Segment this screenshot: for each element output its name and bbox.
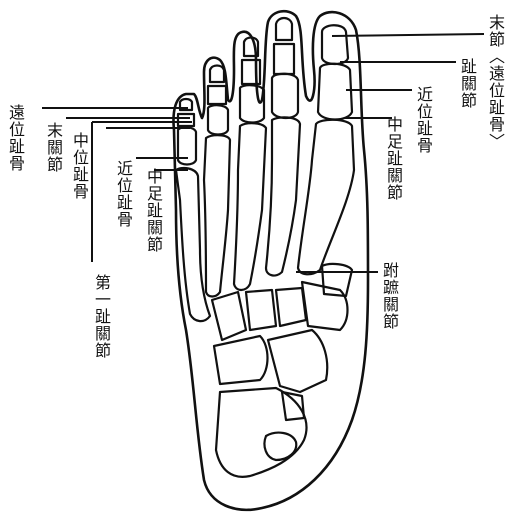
label-interphalangeal-joint: 趾關節 <box>458 58 476 109</box>
label-middle-phalanx-small-toe: 中位趾骨 <box>70 132 88 200</box>
label-metatarsophalangeal-joint-big-toe: 中足趾關節 <box>384 116 402 201</box>
big-toe-bones <box>298 25 354 296</box>
label-first-interphalangeal-joint: 第一趾關節 <box>92 274 110 359</box>
third-toe-bones <box>234 38 266 291</box>
fourth-toe-bones <box>204 66 230 297</box>
label-proximal-phalanx-big-toe: 近位趾骨 <box>414 86 432 154</box>
label-distal-phalanx-small-toe: 遠位趾骨 <box>6 104 24 172</box>
label-tarsometatarsal-joint: 跗蹠關節 <box>380 262 398 330</box>
foot-outline <box>174 11 369 510</box>
label-distal-phalanx-big-toe: 末節〈遠位趾骨〉 <box>486 14 504 150</box>
label-proximal-phalanx-small-toe: 近位趾骨 <box>114 160 132 228</box>
second-toe-bones <box>266 18 300 275</box>
tarsal-bones <box>212 282 348 477</box>
label-distal-joint-small-toe: 末關節 <box>44 122 62 173</box>
label-metatarsophalangeal-joint-small-toe: 中足趾關節 <box>144 168 162 253</box>
